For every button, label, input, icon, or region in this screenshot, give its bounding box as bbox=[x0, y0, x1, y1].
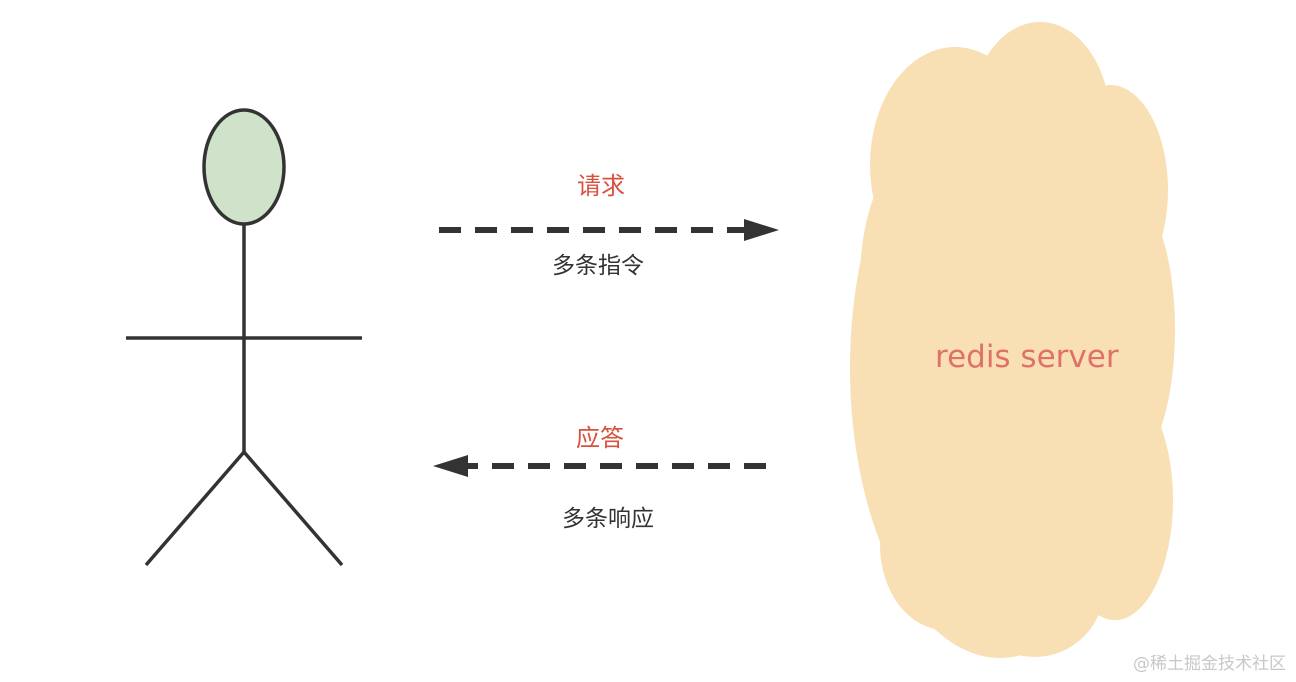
client-head bbox=[202, 108, 286, 226]
request-title: 请求 bbox=[577, 172, 625, 200]
watermark: @稀土掘金技术社区 bbox=[1133, 654, 1286, 674]
client-right-leg bbox=[242, 450, 344, 567]
server-label: redis server bbox=[935, 339, 1119, 375]
server-cloud bbox=[850, 22, 1175, 658]
response-arrowhead bbox=[433, 455, 468, 477]
client-left-leg bbox=[144, 450, 246, 567]
request-arrowhead bbox=[744, 219, 779, 241]
request-arrow bbox=[439, 219, 779, 241]
response-title: 应答 bbox=[576, 424, 624, 452]
client-stick-figure bbox=[126, 108, 362, 567]
response-subtitle: 多条响应 bbox=[562, 506, 654, 532]
response-arrow bbox=[433, 455, 766, 477]
request-subtitle: 多条指令 bbox=[552, 253, 644, 279]
